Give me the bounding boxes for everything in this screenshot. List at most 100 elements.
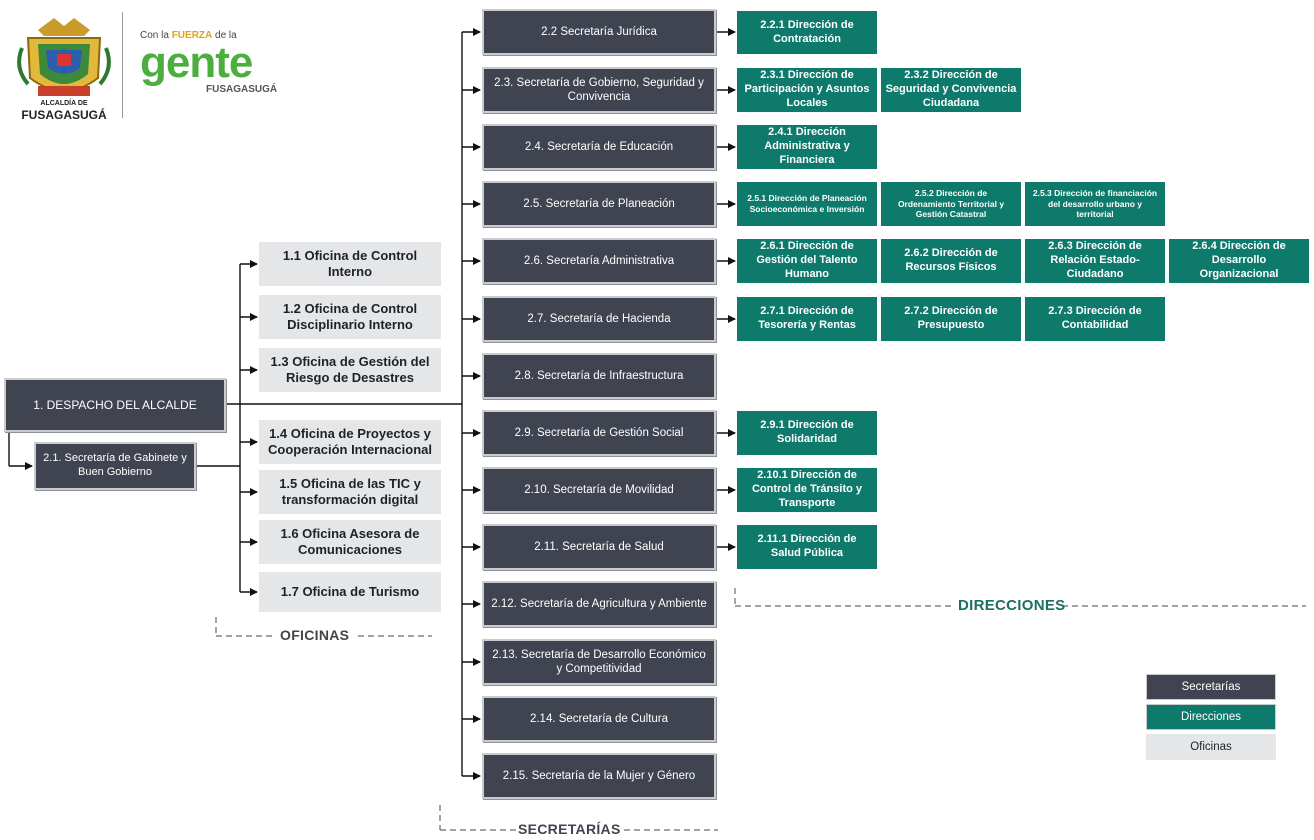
direccion-label: 2.5.3 Dirección de financiación del desa… [1032,188,1158,220]
direccion-label: 2.5.1 Dirección de Planeación Socioeconó… [747,193,867,214]
direccion-box-2-6-2[interactable]: 2.6.2 Dirección de Recursos Físicos [881,239,1021,283]
direccion-box-2-5-1[interactable]: 2.5.1 Dirección de Planeación Socioeconó… [737,182,877,226]
oficina-label: 1.3 Oficina de Gestión del Riesgo de Des… [270,353,430,385]
secretaria-box-2-10[interactable]: 2.10. Secretaría de Movilidad [482,467,716,513]
secretaria-box-2-11[interactable]: 2.11. Secretaría de Salud [482,524,716,570]
secretaria-label: 2.11. Secretaría de Salud [534,540,664,553]
logo-divider [122,12,123,118]
secretaria-label: 2.6. Secretaría Administrativa [523,254,675,267]
secretaria-box-2-3[interactable]: 2.3. Secretaría de Gobierno, Seguridad y… [482,67,716,113]
secretaria-label: 2.14. Secretaría de Cultura [529,712,669,725]
secretaria-box-2-12[interactable]: 2.12. Secretaría de Agricultura y Ambien… [482,581,716,627]
coat-of-arms-icon [17,18,111,96]
logo-slogan: Con la FUERZA de la [140,30,310,41]
legend-direcciones: Direcciones [1146,704,1276,730]
direccion-label: 2.4.1 Dirección Administrativa y Financi… [764,126,850,166]
direccion-label: 2.10.1 Dirección de Control de Tránsito … [751,469,862,509]
direccion-label: 2.7.2 Dirección de Presupuesto [904,305,998,331]
direccion-box-2-3-2[interactable]: 2.3.2 Dirección de Seguridad y Convivenc… [881,68,1021,112]
logo-town: FUSAGASUGÁ [206,84,278,95]
secretaria-label: 2.3. Secretaría de Gobierno, Seguridad y… [494,76,704,103]
direccion-label: 2.7.3 Dirección de Contabilidad [1048,305,1142,331]
direccion-label: 2.6.3 Dirección de Relación Estado-Ciuda… [1048,240,1142,280]
secretaria-box-2-7[interactable]: 2.7. Secretaría de Hacienda [482,296,716,342]
secretarias-group-label: SECRETARÍAS [518,821,621,837]
direccion-label: 2.3.1 Dirección de Participación y Asunt… [744,69,870,109]
direccion-box-2-6-3[interactable]: 2.6.3 Dirección de Relación Estado-Ciuda… [1025,239,1165,283]
direccion-box-2-2-1[interactable]: 2.2.1 Dirección de Contratación [737,11,877,54]
oficinas-group-label: OFICINAS [280,627,350,643]
oficina-label: 1.6 Oficina Asesora de Comunicaciones [280,525,420,557]
logo-slogan-suffix: de la [215,30,237,41]
gabinete-box[interactable]: 2.1. Secretaría de Gabinete y Buen Gobie… [34,442,196,490]
oficina-box-1-4[interactable]: 1.4 Oficina de Proyectos y Cooperación I… [259,420,441,464]
despacho-label: 1. DESPACHO DEL ALCALDE [33,397,197,412]
direccion-label: 2.2.1 Dirección de Contratación [760,18,854,45]
oficina-box-1-5[interactable]: 1.5 Oficina de las TIC y transformación … [259,470,441,514]
direccion-label: 2.9.1 Dirección de Solidaridad [760,419,854,445]
secretaria-label: 2.8. Secretaría de Infraestructura [514,369,684,382]
oficina-box-1-3[interactable]: 1.3 Oficina de Gestión del Riesgo de Des… [259,348,441,392]
oficina-box-1-7[interactable]: 1.7 Oficina de Turismo [259,572,441,612]
direccion-label: 2.11.1 Dirección de Salud Pública [757,533,857,559]
despacho-alcalde-box[interactable]: 1. DESPACHO DEL ALCALDE [4,378,226,432]
secretaria-box-2-2[interactable]: 2.2 Secretaría Jurídica [482,9,716,55]
secretaria-box-2-6[interactable]: 2.6. Secretaría Administrativa [482,238,716,284]
legend-secretarias: Secretarías [1146,674,1276,700]
direccion-box-2-11-1[interactable]: 2.11.1 Dirección de Salud Pública [737,525,877,569]
direccion-box-2-10-1[interactable]: 2.10.1 Dirección de Control de Tránsito … [737,468,877,512]
secretaria-box-2-14[interactable]: 2.14. Secretaría de Cultura [482,696,716,742]
direccion-label: 2.5.2 Dirección de Ordenamiento Territor… [897,188,1005,220]
logo-slogan-strong: FUERZA [171,30,213,41]
legend-label: Direcciones [1180,711,1242,723]
direccion-box-2-7-3[interactable]: 2.7.3 Dirección de Contabilidad [1025,297,1165,341]
alcaldia-logo: ALCALDÍA DE FUSAGASUGÁ [8,8,120,122]
secretaria-label: 2.13. Secretaría de Desarrollo Económico… [492,648,706,675]
legend-label: Oficinas [1190,741,1232,753]
direccion-box-2-7-2[interactable]: 2.7.2 Dirección de Presupuesto [881,297,1021,341]
secretaria-box-2-5[interactable]: 2.5. Secretaría de Planeación [482,181,716,227]
secretaria-label: 2.10. Secretaría de Movilidad [524,483,674,496]
direccion-box-2-5-2[interactable]: 2.5.2 Dirección de Ordenamiento Territor… [881,182,1021,226]
direccion-label: 2.3.2 Dirección de Seguridad y Convivenc… [885,69,1017,109]
oficina-label: 1.7 Oficina de Turismo [280,583,420,599]
direcciones-group-label: DIRECCIONES [958,597,1066,614]
oficina-box-1-1[interactable]: 1.1 Oficina de Control Interno [259,242,441,286]
direccion-label: 2.6.2 Dirección de Recursos Físicos [904,247,998,273]
logo-city-bottom: FUSAGASUGÁ [21,108,107,122]
direccion-label: 2.7.1 Dirección de Tesorería y Rentas [758,305,856,331]
oficina-box-1-2[interactable]: 1.2 Oficina de Control Disciplinario Int… [259,295,441,339]
direccion-box-2-9-1[interactable]: 2.9.1 Dirección de Solidaridad [737,411,877,455]
direccion-box-2-3-1[interactable]: 2.3.1 Dirección de Participación y Asunt… [737,68,877,112]
secretaria-box-2-8[interactable]: 2.8. Secretaría de Infraestructura [482,353,716,399]
secretaria-label: 2.12. Secretaría de Agricultura y Ambien… [491,597,707,610]
direccion-label: 2.6.4 Dirección de Desarrollo Organizaci… [1192,240,1286,280]
oficina-box-1-6[interactable]: 1.6 Oficina Asesora de Comunicaciones [259,520,441,564]
logo-city-top: ALCALDÍA DE [40,100,88,107]
oficina-label: 1.2 Oficina de Control Disciplinario Int… [282,300,418,332]
secretaria-box-2-4[interactable]: 2.4. Secretaría de Educación [482,124,716,170]
logo-slogan-prefix: Con la [140,30,169,41]
direccion-box-2-6-4[interactable]: 2.6.4 Dirección de Desarrollo Organizaci… [1169,239,1309,283]
secretaria-label: 2.4. Secretaría de Educación [524,140,674,153]
oficina-label: 1.4 Oficina de Proyectos y Cooperación I… [268,425,432,457]
direccion-box-2-7-1[interactable]: 2.7.1 Dirección de Tesorería y Rentas [737,297,877,341]
legend-label: Secretarías [1181,681,1241,693]
secretaria-label: 2.9. Secretaría de Gestión Social [514,426,684,439]
direccion-box-2-4-1[interactable]: 2.4.1 Dirección Administrativa y Financi… [737,125,877,169]
secretaria-label: 2.15. Secretaría de la Mujer y Género [502,769,696,782]
gente-logo: Con la FUERZA de la gente FUSAGASUGÁ [140,30,310,102]
logo-word: gente [140,38,253,87]
direccion-box-2-6-1[interactable]: 2.6.1 Dirección de Gestión del Talento H… [737,239,877,283]
legend-oficinas: Oficinas [1146,734,1276,760]
secretaria-label: 2.7. Secretaría de Hacienda [527,312,671,325]
secretaria-label: 2.5. Secretaría de Planeación [523,197,675,210]
secretaria-box-2-9[interactable]: 2.9. Secretaría de Gestión Social [482,410,716,456]
direccion-box-2-5-3[interactable]: 2.5.3 Dirección de financiación del desa… [1025,182,1165,226]
oficina-label: 1.1 Oficina de Control Interno [282,247,418,279]
oficina-label: 1.5 Oficina de las TIC y transformación … [279,475,421,507]
secretaria-box-2-15[interactable]: 2.15. Secretaría de la Mujer y Género [482,753,716,799]
secretaria-label: 2.2 Secretaría Jurídica [541,25,657,38]
secretaria-box-2-13[interactable]: 2.13. Secretaría de Desarrollo Económico… [482,639,716,685]
